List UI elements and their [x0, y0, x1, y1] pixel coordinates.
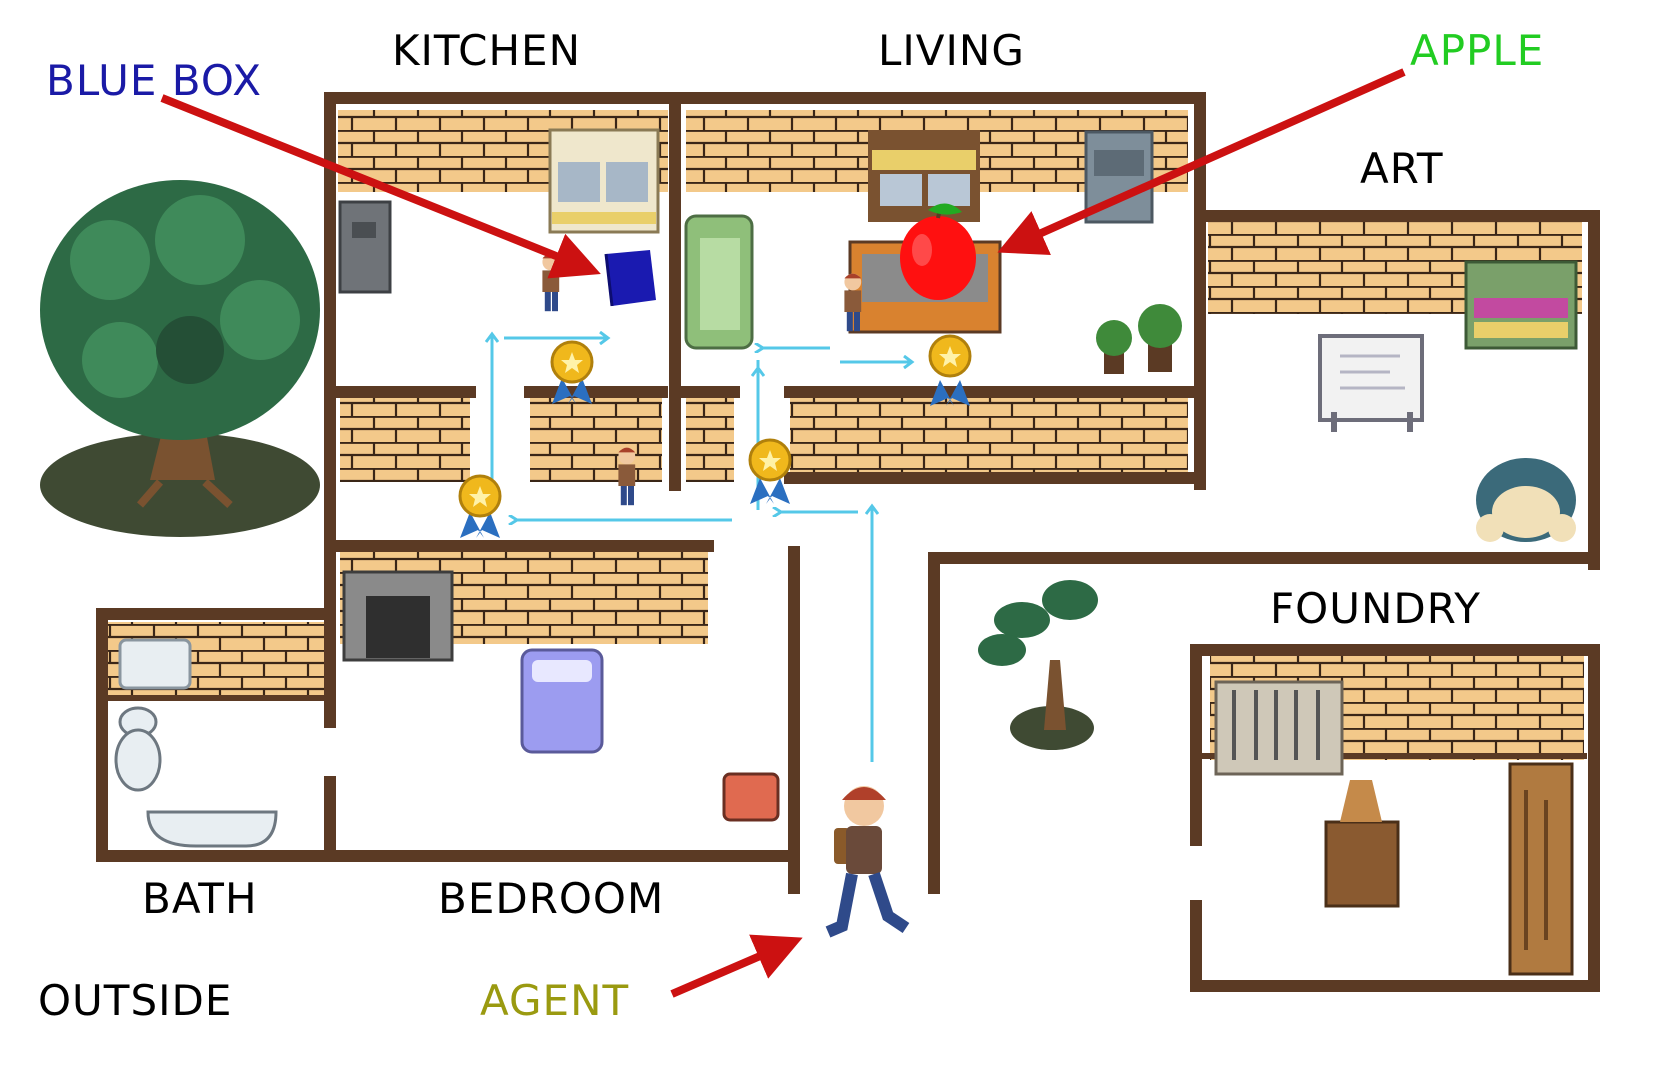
room-label-art: ART [1360, 144, 1444, 193]
tool-rack-icon [1214, 680, 1344, 776]
agent-callout-arrow [670, 934, 803, 998]
lumber-pile-icon [1508, 762, 1574, 976]
small-tree-icon [978, 580, 1098, 750]
room-label-bath: BATH [142, 874, 258, 923]
oak-tree-icon [40, 180, 320, 537]
blue-box-callout-arrow [160, 94, 601, 279]
agent-sprite-ghost [618, 447, 636, 506]
agent-sprite-ghost [844, 273, 862, 332]
navigation-path [492, 336, 910, 762]
agent-sprite-ghost [542, 253, 560, 312]
bookshelf-icon [1464, 260, 1578, 350]
reward-medal-icon [550, 340, 594, 404]
fireplace-icon [342, 570, 454, 662]
room-label-foundry: FOUNDRY [1270, 584, 1481, 633]
room-label-kitchen: KITCHEN [392, 26, 581, 75]
reward-medal-icon [928, 334, 972, 406]
toilet-icon [114, 706, 162, 792]
reward-medal-icon [748, 438, 792, 504]
kitchen-shelf-icon [548, 128, 660, 234]
reward-medal-icon [458, 474, 502, 538]
callout-arrows [160, 68, 1406, 998]
easel-board-icon [1318, 334, 1424, 432]
agent-character[interactable] [825, 786, 910, 938]
room-label-bedroom: BEDROOM [438, 874, 665, 923]
callout-label-blue-box: BLUE BOX [46, 56, 262, 105]
tv-stand-icon [868, 130, 980, 222]
sink-icon [118, 638, 192, 690]
potted-plant-icon [1096, 304, 1182, 374]
room-walls [96, 92, 1600, 992]
sofa-icon [684, 214, 754, 350]
armchair-icon [722, 772, 780, 822]
callout-label-apple: APPLE [1410, 26, 1545, 75]
room-label-living: LIVING [878, 26, 1025, 75]
refrigerator-icon [338, 200, 392, 294]
area-label-outside: OUTSIDE [38, 976, 233, 1025]
apple-object[interactable] [900, 203, 976, 300]
blue-box-object[interactable] [604, 250, 656, 307]
snorlax-figure-icon [1476, 458, 1576, 542]
apple-callout-arrow [997, 68, 1406, 255]
wood-crate-icon [1324, 780, 1400, 908]
cabinet-icon [1084, 130, 1154, 224]
bathtub-icon [146, 810, 278, 848]
callout-label-agent: AGENT [480, 976, 630, 1025]
bed-icon [520, 648, 604, 754]
